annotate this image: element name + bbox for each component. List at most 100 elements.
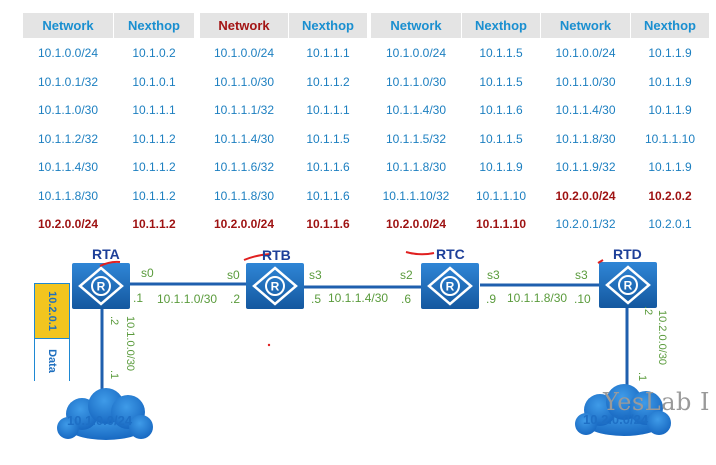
- network-cell: 10.2.0.0/24: [385, 217, 447, 232]
- nexthop-cell: 10.1.1.2: [132, 217, 176, 232]
- nexthop-cell: 10.1.1.1: [306, 103, 350, 118]
- network-cell: 10.1.1.8/30: [37, 188, 99, 203]
- table-row: 10.1.1.8/30 10.1.1.9: [371, 153, 541, 182]
- table-row: 10.1.1.4/30 10.1.1.2: [23, 153, 195, 182]
- router-icon-rtc: [419, 261, 481, 311]
- network-header: Network: [540, 12, 631, 39]
- table-row: 10.1.0.0/24 10.1.1.9: [541, 39, 710, 68]
- table-row: 10.1.1.0/30 10.1.1.9: [541, 68, 710, 97]
- network-cell: 10.2.0.1/32: [555, 217, 616, 232]
- watermark: YesLab I: [603, 388, 710, 416]
- network-cell: 10.1.1.0/30: [555, 74, 616, 89]
- network-cell: 10.1.1.8/30: [213, 188, 275, 203]
- network-cell: 10.1.1.10/32: [382, 188, 450, 203]
- network-cell: 10.1.1.0/30: [385, 74, 447, 89]
- nexthop-cell: 10.1.1.1: [132, 103, 176, 118]
- nexthop-cell: 10.1.1.2: [132, 160, 176, 175]
- network-cell: 10.1.1.0/30: [37, 103, 99, 118]
- port-label: s3: [309, 268, 322, 282]
- interface-ip: .2: [108, 316, 120, 326]
- nexthop-cell: 10.1.1.2: [132, 131, 176, 146]
- table-row: 10.1.1.8/30 10.1.1.2: [23, 182, 195, 211]
- router-label-rta: RTA: [92, 246, 120, 262]
- nexthop-cell: 10.1.1.9: [648, 103, 692, 118]
- network-cell: 10.2.0.0/24: [555, 188, 616, 203]
- interface-ip: .6: [401, 292, 412, 306]
- nexthop-cell: 10.1.1.9: [479, 160, 523, 175]
- network-cell: 10.2.0.0/24: [37, 217, 99, 232]
- nexthop-header: Nexthop: [461, 12, 541, 39]
- packet-destination-label: 10.2.0.1: [46, 291, 58, 331]
- network-cell: 10.1.1.4/30: [385, 103, 447, 118]
- table-row: 10.2.0.0/24 10.2.0.2: [541, 182, 710, 211]
- network-cell: 10.1.0.0/24: [555, 46, 616, 61]
- nexthop-header: Nexthop: [113, 12, 195, 39]
- table-body: 10.1.0.0/24 10.1.1.5 10.1.1.0/30 10.1.1.5 10…: [371, 39, 541, 239]
- router-icon-rtd: [597, 260, 659, 310]
- port-label: s2: [400, 268, 413, 282]
- network-cell: 10.1.1.6/32: [213, 160, 275, 175]
- nexthop-cell: 10.1.1.6: [306, 217, 350, 232]
- subnet-label: 10.1.1.0/30: [157, 292, 218, 306]
- network-cell: 10.1.1.4/30: [37, 160, 99, 175]
- network-cell: 10.1.1.8/30: [385, 160, 447, 175]
- annotation-mark: [99, 260, 121, 267]
- interface-ip: .5: [311, 292, 322, 306]
- annotation-mark: [405, 251, 435, 256]
- router-label-rtc: RTC: [436, 246, 465, 262]
- nexthop-cell: 10.1.1.5: [479, 74, 523, 89]
- nexthop-header: Nexthop: [288, 12, 368, 39]
- table-row: 10.1.0.0/24 10.1.0.2: [23, 39, 195, 68]
- interface-ip: .1: [108, 370, 120, 380]
- network-cell: 10.1.1.5/32: [385, 131, 447, 146]
- router-label-rtb: RTB: [262, 247, 291, 263]
- network-cell: 10.1.0.0/24: [385, 46, 447, 61]
- router-icon-rtb: [244, 261, 306, 311]
- packet-payload-label: Data: [46, 348, 58, 373]
- interface-ip: .2: [230, 292, 241, 306]
- packet: 10.2.0.1 Data: [34, 283, 70, 382]
- nexthop-cell: 10.1.1.5: [306, 131, 350, 146]
- port-label: s0: [227, 268, 240, 282]
- network-cell: 10.1.1.9/32: [555, 160, 616, 175]
- nexthop-cell: 10.1.1.5: [479, 46, 523, 61]
- subnet-label: 10.1.1.8/30: [507, 291, 568, 305]
- nexthop-cell: 10.1.0.2: [132, 46, 176, 61]
- nexthop-cell: 10.1.1.9: [648, 74, 692, 89]
- table-row: 10.1.1.8/30 10.1.1.6: [200, 182, 368, 211]
- port-label: s3: [487, 268, 500, 282]
- network-cell: 10.1.1.4/30: [213, 131, 275, 146]
- cloud-label-left: 10.1.0.0/24: [67, 413, 133, 428]
- network-header: Network: [370, 12, 462, 39]
- annotation-mark: [243, 253, 271, 261]
- network-cell: 10.1.0.0/24: [37, 46, 99, 61]
- nexthop-cell: 10.2.0.2: [648, 188, 692, 203]
- cloud-label-right: 10.2.0.0/24: [583, 412, 649, 427]
- subnet-label: 10.1.0.0/30: [124, 316, 136, 372]
- router-label-rtd: RTD: [613, 246, 642, 262]
- nexthop-cell: 10.1.1.9: [648, 46, 692, 61]
- nexthop-cell: 10.1.1.10: [475, 217, 527, 232]
- nexthop-cell: 10.1.1.2: [132, 188, 176, 203]
- interface-ip: .9: [486, 292, 497, 306]
- port-label: s0: [141, 266, 154, 280]
- network-cell: 10.1.1.0/30: [213, 74, 275, 89]
- nexthop-cell: 10.1.1.6: [306, 188, 350, 203]
